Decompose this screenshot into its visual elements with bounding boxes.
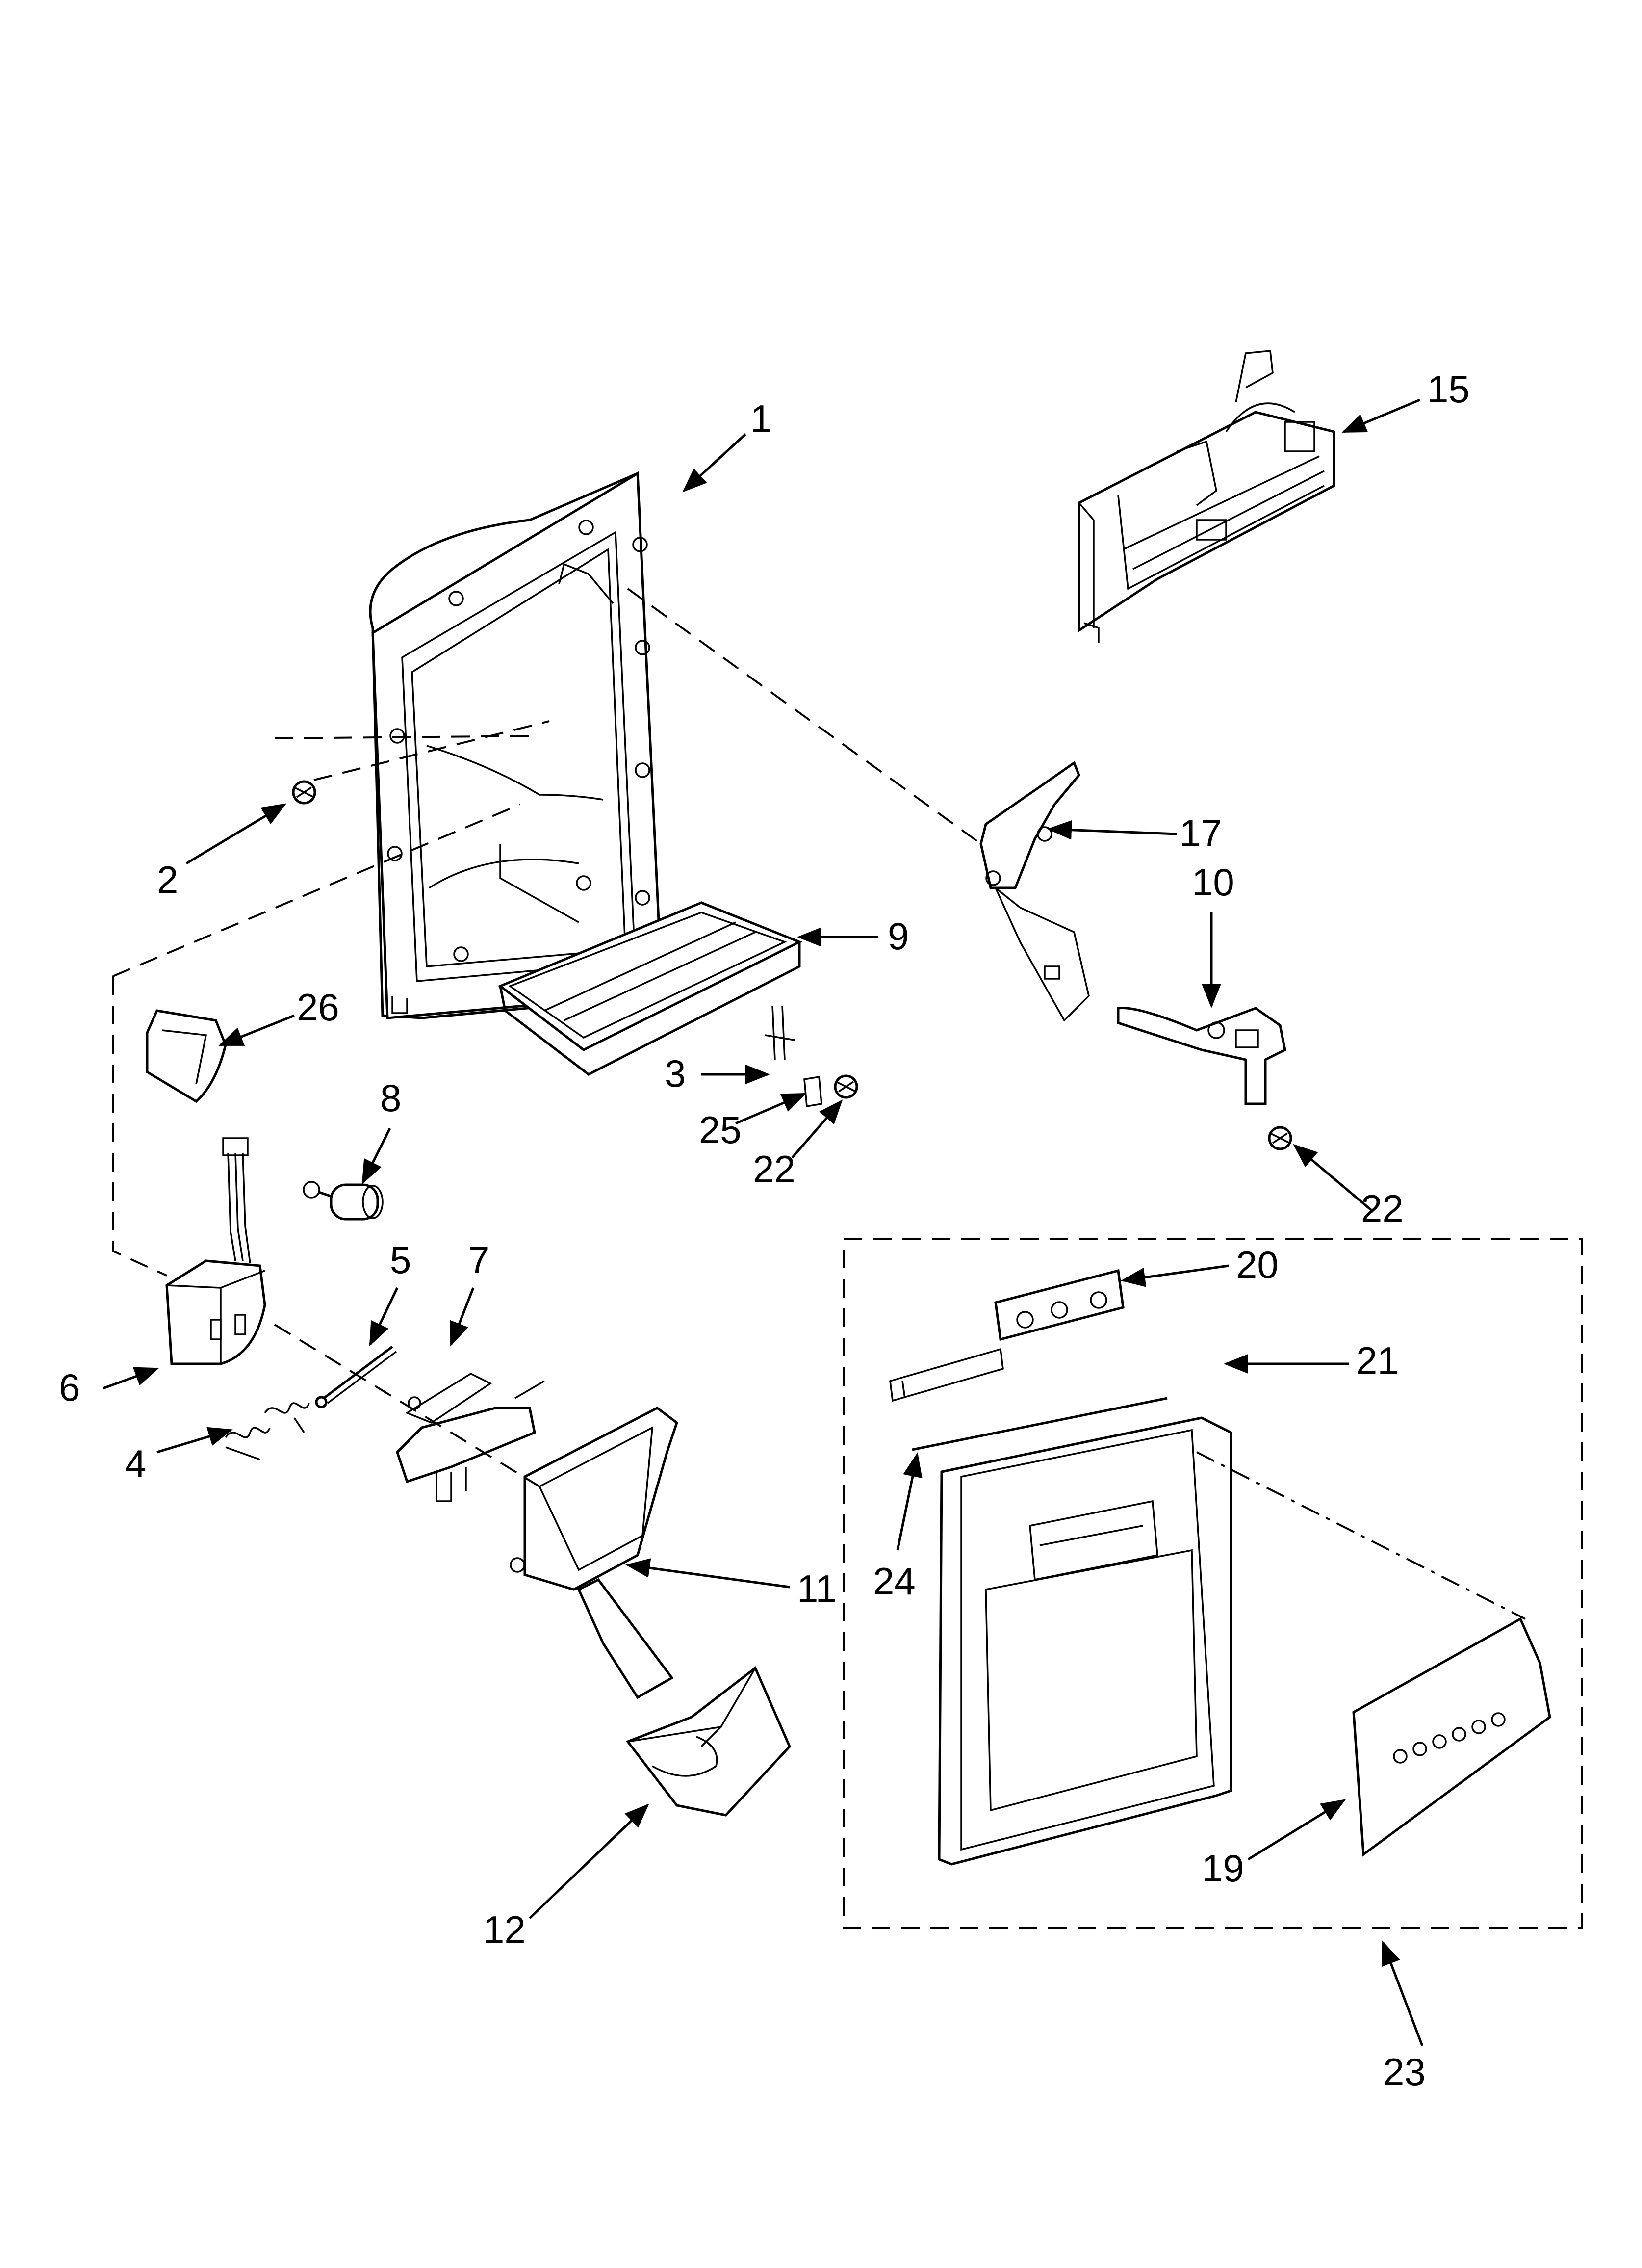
part-22b-screw [1268,1126,1292,1150]
guide-line [274,735,540,739]
callout-25: 25 [699,1108,742,1151]
callout-22-right: 22 [1361,1187,1404,1230]
callout-10: 10 [1192,860,1234,904]
guide-line [274,1324,540,1487]
callout-1: 1 [750,397,771,440]
part-8-solenoid [303,1181,384,1221]
part-6-switch [165,1137,266,1365]
guide-line [112,976,167,1277]
part-21-frame [938,1416,1232,1866]
part-12-chute [625,1666,791,1817]
guide-line [313,720,550,781]
part-24-strip [912,1397,1168,1451]
callout-8: 8 [380,1076,401,1120]
part-2-screw [292,780,316,805]
callout-24: 24 [873,1560,916,1603]
callout-22-left: 22 [753,1147,795,1191]
callout-23: 23 [1383,2050,1426,2093]
part-5-pin [315,1346,397,1408]
part-26-bracket [146,1009,227,1103]
callout-15: 15 [1427,367,1470,411]
part-22a-screw [834,1074,858,1099]
callout-21: 21 [1356,1339,1399,1382]
part-11-paddle [510,1407,678,1699]
callout-6: 6 [59,1366,80,1409]
part-1-housing [369,471,664,1019]
assembly-23-box [843,1238,1583,1929]
part-4-springs [225,1402,310,1460]
callout-9: 9 [888,914,909,958]
callout-26: 26 [297,986,339,1029]
guide-line [1196,1451,1526,1620]
callout-17: 17 [1180,811,1222,855]
callout-7: 7 [468,1238,489,1281]
callout-19: 19 [1202,1847,1244,1890]
part-9-drip-tray [498,901,803,1076]
callout-2: 2 [157,858,178,901]
guide-line [627,588,982,845]
callout-3: 3 [665,1052,686,1095]
callout-11: 11 [797,1567,837,1610]
callout-4: 4 [125,1442,146,1485]
part-19-panel [1352,1617,1551,1857]
part-17-lever [979,761,1090,1022]
part-15-bracket [1078,350,1335,643]
callout-12: 12 [483,1908,526,1951]
part-7-bracket [396,1372,545,1502]
guide-line [112,804,520,977]
part-10-lever [1117,1007,1286,1105]
leader-arrows [103,398,1424,2046]
callout-20: 20 [1236,1243,1279,1286]
part-25-shim [803,1075,822,1108]
part-20-board [889,1269,1125,1402]
callout-5: 5 [390,1238,411,1281]
part-3-clip [765,1005,795,1060]
